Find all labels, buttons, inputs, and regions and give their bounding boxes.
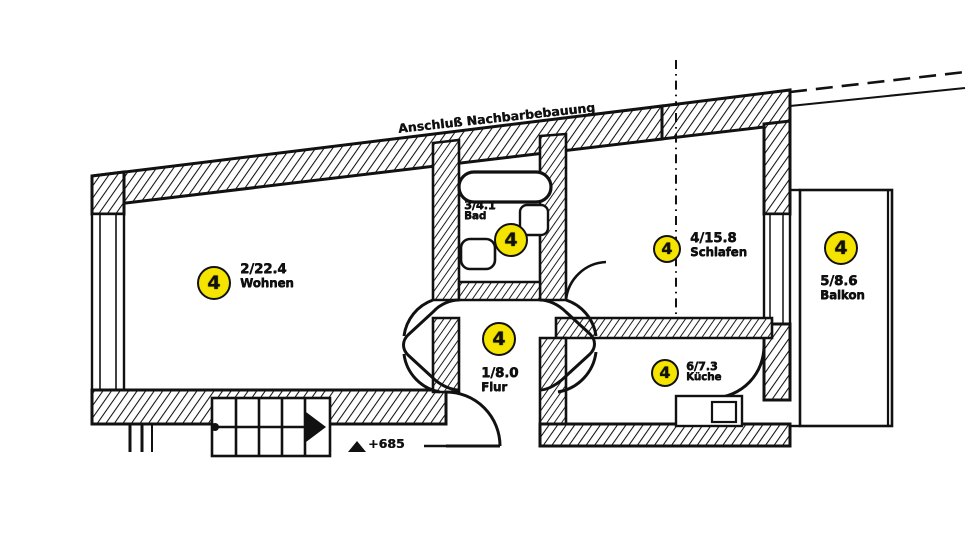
window-bedroom-right <box>762 212 792 326</box>
shaft-below-stairs <box>128 424 153 452</box>
corridor-right-outline <box>539 298 596 392</box>
room-marker-flur[interactable]: 4 <box>482 322 516 356</box>
wall-pier-top <box>762 119 792 216</box>
walls-group <box>90 60 966 458</box>
window-left <box>90 212 126 392</box>
room-label-bad: 3/4.1 Bad <box>464 199 496 223</box>
room-label-flur: 1/8.0 Flur <box>481 366 518 394</box>
wall-left-upper <box>90 170 126 216</box>
room-marker-balkon[interactable]: 4 <box>824 231 858 265</box>
room-name-balkon: Balkon <box>820 287 865 302</box>
stair-start-dot <box>211 423 219 431</box>
room-area-kueche: 6/7.3 <box>686 359 718 373</box>
corridor-outline <box>402 298 460 392</box>
wall-bath-bottom <box>457 280 542 302</box>
door-arc-corridor-right-bottom <box>557 351 598 394</box>
room-name-bad: Bad <box>464 210 487 223</box>
level-mark-triangle <box>348 441 366 452</box>
door-arc-kitchen-right <box>713 345 766 400</box>
level-mark-label: +685 <box>368 436 405 451</box>
room-label-wohnen: 2/22.4 Wohnen <box>240 262 294 290</box>
room-area-wohnen: 2/22.4 <box>240 261 287 277</box>
wall-living-corridor-upper <box>431 138 461 302</box>
room-marker-bad[interactable]: 4 <box>494 223 528 257</box>
room-name-wohnen: Wohnen <box>240 275 294 290</box>
door-arc-corridor-left-top <box>402 298 434 337</box>
room-area-schlafen: 4/15.8 <box>690 230 737 246</box>
room-name-flur: Flur <box>481 379 507 394</box>
balcony-outline <box>798 188 894 428</box>
room-marker-wohnen[interactable]: 4 <box>197 266 231 300</box>
room-label-balkon: 5/8.6 Balkon <box>820 274 865 302</box>
room-marker-schlafen[interactable]: 4 <box>653 235 681 263</box>
room-name-kueche: Küche <box>686 371 722 384</box>
staircase <box>210 396 332 458</box>
wc-fixture <box>518 203 550 237</box>
room-label-kueche: 6/7.3 Küche <box>686 360 721 384</box>
wall-bedroom-kitchen <box>554 316 774 340</box>
door-arc-corridor-stair <box>445 390 502 447</box>
neighbour-line-solid <box>789 87 966 107</box>
kitchen-counter <box>674 394 744 428</box>
wall-kitchen-bottom <box>538 422 792 448</box>
room-area-bad: 3/4.1 <box>464 198 496 212</box>
room-name-schlafen: Schlafen <box>690 244 747 259</box>
neighbour-line-dashed <box>789 70 966 94</box>
stair-direction-arrow <box>306 412 326 442</box>
room-area-balkon: 5/8.6 <box>820 273 858 289</box>
basin-fixture <box>459 237 497 271</box>
wall-top-outer <box>90 104 664 209</box>
door-arc-corridor-right-top <box>565 298 598 337</box>
room-label-schlafen: 4/15.8 Schlafen <box>690 231 747 259</box>
door-arc-bedroom <box>564 260 607 301</box>
room-area-flur: 1/8.0 <box>481 365 519 381</box>
bathtub-fixture <box>457 170 553 204</box>
room-marker-kueche[interactable]: 4 <box>651 359 679 387</box>
door-arc-corridor-left-bottom <box>402 353 441 394</box>
